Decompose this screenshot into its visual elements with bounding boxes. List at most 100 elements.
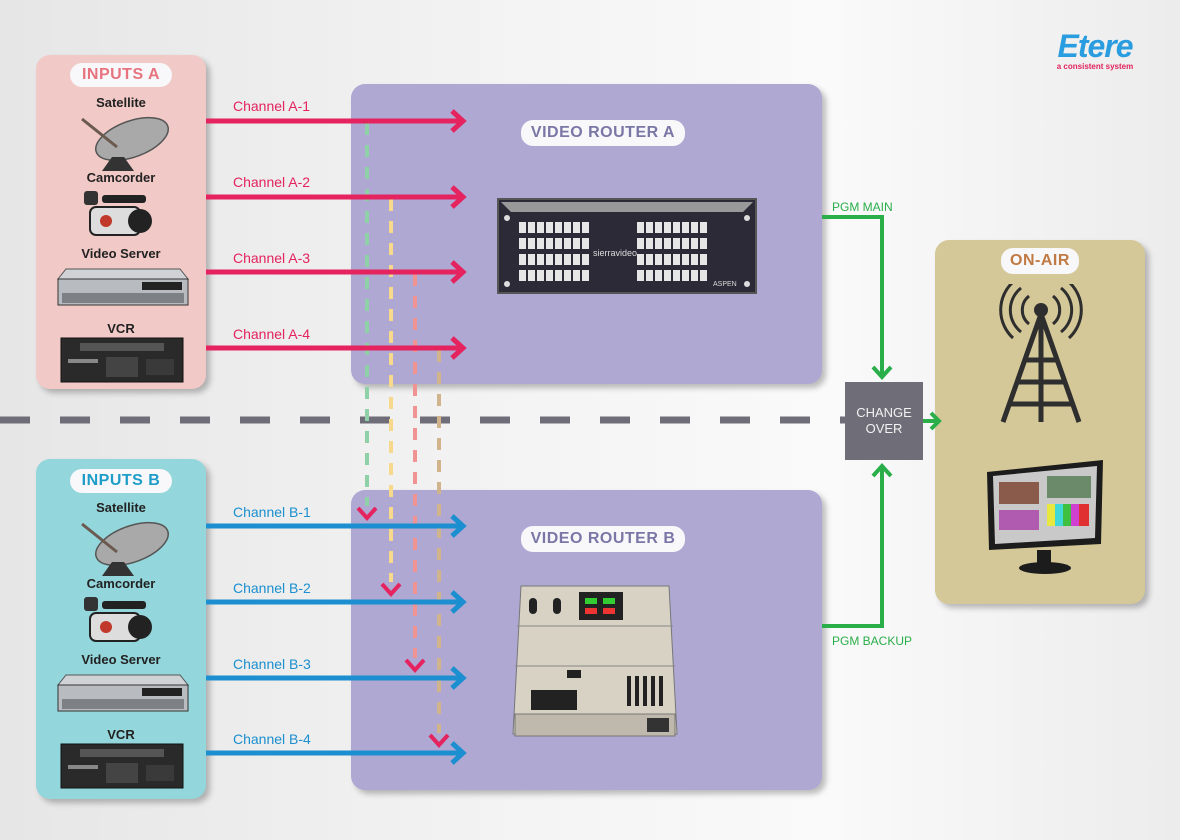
logo-brand: Etere: [1057, 28, 1133, 64]
router-panel-icon: sierravideo ASPEN: [497, 198, 757, 294]
router-key: [664, 270, 671, 281]
logo-tagline: a consistent system: [1056, 62, 1134, 71]
router-key: [700, 238, 707, 249]
router-key: [682, 254, 689, 265]
device-label: Camcorder: [86, 576, 156, 591]
router-key: [682, 238, 689, 249]
router-key: [691, 238, 698, 249]
router-key: [519, 238, 526, 249]
router-key: [528, 254, 535, 265]
router-key: [555, 238, 562, 249]
arrowhead-icon: [871, 365, 893, 380]
on-air-panel: ON-AIR: [935, 240, 1145, 604]
router-key: [519, 222, 526, 233]
router-key: [691, 254, 698, 265]
router-key: [519, 270, 526, 281]
video-router-b-panel: VIDEO ROUTER B: [351, 490, 822, 790]
router-key: [700, 270, 707, 281]
router-key: [573, 270, 580, 281]
inputs-a-panel: INPUTS A Satellite Camcorder Video Serve…: [36, 55, 206, 389]
router-key: [673, 254, 680, 265]
inputs-b-panel: INPUTS B Satellite Camcorder Video Serve…: [36, 459, 206, 799]
inputs-b-title: INPUTS B: [70, 469, 172, 493]
etere-logo: Etere a consistent system: [1030, 30, 1160, 72]
device-label: Video Server: [81, 246, 161, 261]
router-key: [646, 238, 653, 249]
video-router-b-title: VIDEO ROUTER B: [521, 526, 685, 552]
router-key: [564, 254, 571, 265]
arrowhead-icon: [871, 463, 893, 478]
video-server-icon: [56, 674, 190, 712]
channel-b-4-label: Channel B-4: [233, 731, 311, 747]
video-router-a-title: VIDEO ROUTER A: [521, 120, 685, 146]
router-key: [582, 238, 589, 249]
pgm-main-arrow: [822, 215, 884, 377]
inputs-a-title: INPUTS A: [70, 63, 172, 87]
router-key: [655, 238, 662, 249]
changeover-line1: CHANGE: [856, 405, 912, 420]
channel-b-1-label: Channel B-1: [233, 504, 311, 520]
pgm-main-label: PGM MAIN: [832, 200, 893, 214]
router-model: ASPEN: [713, 281, 737, 288]
camcorder-icon: [84, 191, 152, 236]
router-key: [682, 222, 689, 233]
pgm-backup-label: PGM BACKUP: [832, 634, 913, 648]
device-label: VCR: [107, 321, 135, 336]
satellite-dish-icon: [81, 521, 169, 576]
monitor-icon: [987, 460, 1103, 574]
router-key: [573, 238, 580, 249]
channel-a-1-label: Channel A-1: [233, 98, 311, 114]
router-key: [637, 222, 644, 233]
router-key: [673, 270, 680, 281]
pgm-backup-arrow: [822, 466, 884, 628]
router-key: [664, 222, 671, 233]
satellite-dish-icon: [81, 116, 169, 171]
router-key: [537, 222, 544, 233]
router-key: [582, 254, 589, 265]
channel-a-2-label: Channel A-2: [233, 174, 311, 190]
router-key: [546, 254, 553, 265]
router-key: [555, 222, 562, 233]
router-key: [555, 254, 562, 265]
router-key: [646, 254, 653, 265]
changeover-box: CHANGE OVER: [845, 382, 923, 460]
router-key: [655, 222, 662, 233]
router-key: [555, 270, 562, 281]
router-key: [564, 238, 571, 249]
device-label: VCR: [107, 727, 135, 742]
device-label: Camcorder: [86, 170, 156, 185]
router-key: [691, 222, 698, 233]
vcr-icon: [60, 743, 184, 789]
changeover-line2: OVER: [865, 421, 903, 436]
router-key: [682, 270, 689, 281]
router-key: [573, 254, 580, 265]
router-key: [646, 270, 653, 281]
router-key: [582, 270, 589, 281]
channel-b-2-label: Channel B-2: [233, 580, 311, 596]
channel-b-3-label: Channel B-3: [233, 656, 311, 672]
router-key: [564, 222, 571, 233]
router-key: [537, 254, 544, 265]
router-key: [664, 254, 671, 265]
device-label: Video Server: [81, 652, 161, 667]
router-key: [528, 222, 535, 233]
router-key: [637, 254, 644, 265]
router-key: [664, 238, 671, 249]
router-key: [537, 238, 544, 249]
channel-a-3-label: Channel A-3: [233, 250, 311, 266]
router-key: [655, 270, 662, 281]
router-key: [691, 270, 698, 281]
router-key: [637, 238, 644, 249]
video-mixer-icon: [512, 585, 678, 737]
device-label: Satellite: [96, 95, 146, 110]
video-router-a-panel: VIDEO ROUTER A sierravideo ASPEN: [351, 84, 822, 384]
video-server-icon: [56, 268, 190, 306]
transmitter-tower-icon: [999, 284, 1083, 423]
router-key: [655, 254, 662, 265]
router-key: [646, 222, 653, 233]
router-key: [537, 270, 544, 281]
router-key: [700, 254, 707, 265]
router-brand: sierravideo: [593, 248, 637, 258]
router-key: [582, 222, 589, 233]
on-air-title: ON-AIR: [1001, 248, 1079, 274]
